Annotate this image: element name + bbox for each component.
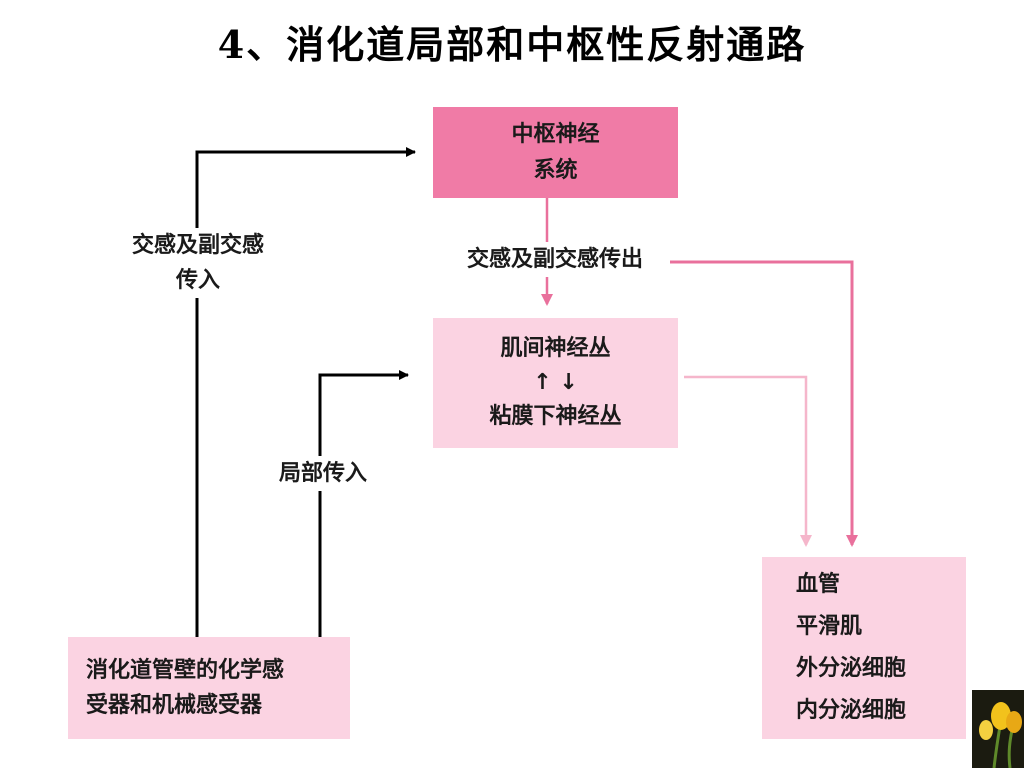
local-afferent-arrow bbox=[318, 370, 409, 637]
node-enteric-plexus: 肌间神经丛 ↑ ↓ 粘膜下神经丛 bbox=[433, 318, 678, 448]
plexus-to-effector-arrow bbox=[684, 375, 812, 547]
afferent-arrow bbox=[195, 147, 416, 637]
edge-label-efferent: 交感及副交感传出 bbox=[440, 242, 670, 278]
node-receptors: 消化道管壁的化学感 受器和机械感受器 bbox=[68, 637, 350, 739]
tulip-icon bbox=[972, 690, 1024, 769]
decorative-tulip-image bbox=[972, 690, 1024, 769]
efferent-arrow bbox=[670, 260, 858, 547]
edge-label-local-afferent: 局部传入 bbox=[262, 456, 384, 492]
node-effectors: 血管 平滑肌 外分泌细胞 内分泌细胞 bbox=[762, 557, 966, 739]
page-title: 4、消化道局部和中枢性反射通路 bbox=[217, 22, 807, 67]
node-central-nervous-system: 中枢神经 系统 bbox=[433, 107, 678, 198]
edge-label-afferent: 交感及副交感 传入 bbox=[108, 228, 288, 299]
